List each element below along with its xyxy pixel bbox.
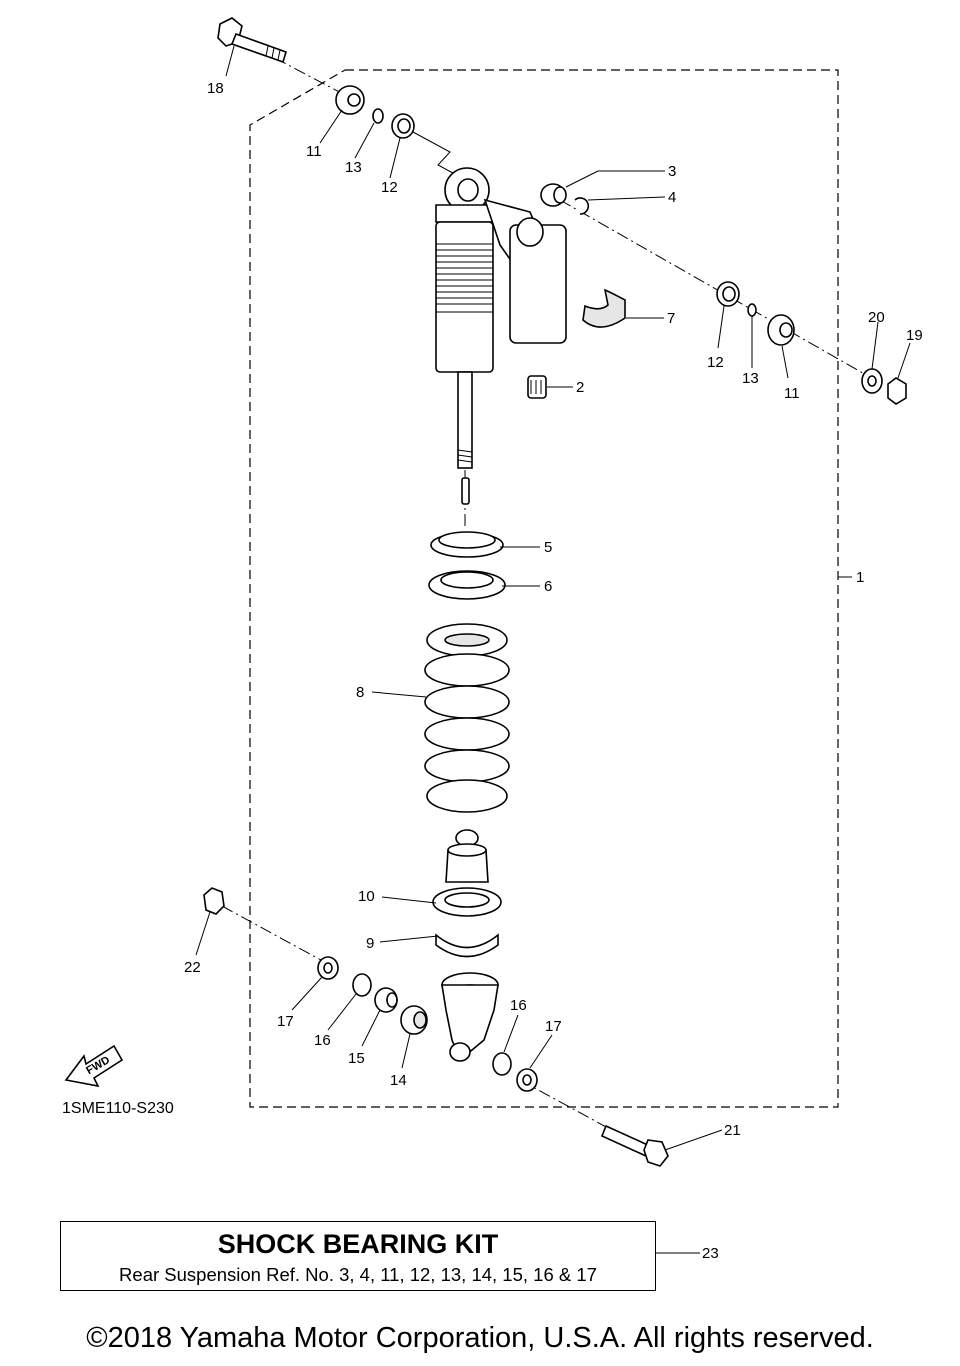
callout-16-left: 16	[314, 1032, 331, 1049]
callout-17-right: 17	[545, 1018, 562, 1035]
spring-adjuster-nuts	[428, 477, 506, 600]
leader-lines	[195, 45, 911, 1254]
upper-oil-seal	[391, 113, 415, 139]
upper-collar	[335, 85, 365, 115]
forward-arrow-icon: FWD	[64, 1044, 124, 1088]
lower-clevis	[441, 972, 499, 1062]
callout-17-left: 17	[277, 1013, 294, 1030]
left-thrust-cover	[317, 956, 339, 980]
callout-10: 10	[358, 888, 375, 905]
callout-7: 7	[667, 310, 675, 327]
shock-absorber-body	[435, 167, 567, 469]
right-thrust-cover	[516, 1068, 538, 1092]
callout-13-right: 13	[742, 370, 759, 387]
spring-guide-ring	[435, 933, 499, 958]
callout-11-right: 11	[784, 385, 800, 402]
reservoir-band	[582, 288, 626, 328]
callout-12-right: 12	[707, 354, 724, 371]
lower-nut	[203, 887, 225, 915]
callout-15: 15	[348, 1050, 365, 1067]
callout-3: 3	[668, 163, 676, 180]
callout-19: 19	[906, 327, 923, 344]
lower-collar	[374, 987, 398, 1013]
assembly-boundary	[249, 69, 839, 1108]
callout-20: 20	[868, 309, 885, 326]
right-o-ring	[747, 303, 757, 317]
upper-bearing	[540, 183, 567, 207]
copyright-notice: ©2018 Yamaha Motor Corporation, U.S.A. A…	[86, 1322, 874, 1354]
left-oil-seal	[352, 973, 372, 997]
callout-9: 9	[366, 935, 374, 952]
callout-2: 2	[576, 379, 584, 396]
callout-11-upper: 11	[306, 143, 322, 160]
washer	[861, 368, 883, 394]
circlip	[574, 197, 590, 215]
upper-o-ring	[372, 108, 384, 124]
callout-12-upper: 12	[381, 179, 398, 196]
callout-21: 21	[724, 1122, 741, 1139]
callout-1: 1	[856, 569, 864, 586]
callout-18: 18	[207, 80, 224, 97]
bump-stop	[445, 829, 489, 883]
callout-13-upper: 13	[345, 159, 362, 176]
kit-description: Rear Suspension Ref. No. 3, 4, 11, 12, 1…	[119, 1264, 597, 1285]
callout-14: 14	[390, 1072, 407, 1089]
callout-6: 6	[544, 578, 552, 595]
lower-bearing	[400, 1005, 428, 1035]
callout-8: 8	[356, 684, 364, 701]
centerlines	[221, 57, 876, 1141]
right-oil-seal-lower	[492, 1052, 512, 1076]
shock-spring	[424, 623, 510, 813]
callout-labels: 1 2 3 4 5 6 7 8 9 10 11 11 12 12 13 13 1…	[184, 80, 923, 1262]
upper-bolt	[217, 17, 287, 64]
callout-5: 5	[544, 539, 552, 556]
shock-bearing-kit-box: SHOCK BEARING KIT Rear Suspension Ref. N…	[60, 1221, 656, 1291]
kit-title: SHOCK BEARING KIT	[217, 1229, 499, 1259]
callout-16-right: 16	[510, 997, 527, 1014]
upper-nut	[887, 377, 907, 405]
right-collar	[767, 314, 795, 346]
callout-22: 22	[184, 959, 201, 976]
valve-cap	[527, 375, 547, 399]
callout-4: 4	[668, 189, 676, 206]
right-oil-seal	[716, 281, 740, 307]
lower-bolt	[600, 1124, 669, 1167]
diagram-code: 1SME110-S230	[62, 1100, 174, 1117]
callout-23: 23	[702, 1245, 719, 1262]
spring-guide-inner	[444, 892, 490, 908]
